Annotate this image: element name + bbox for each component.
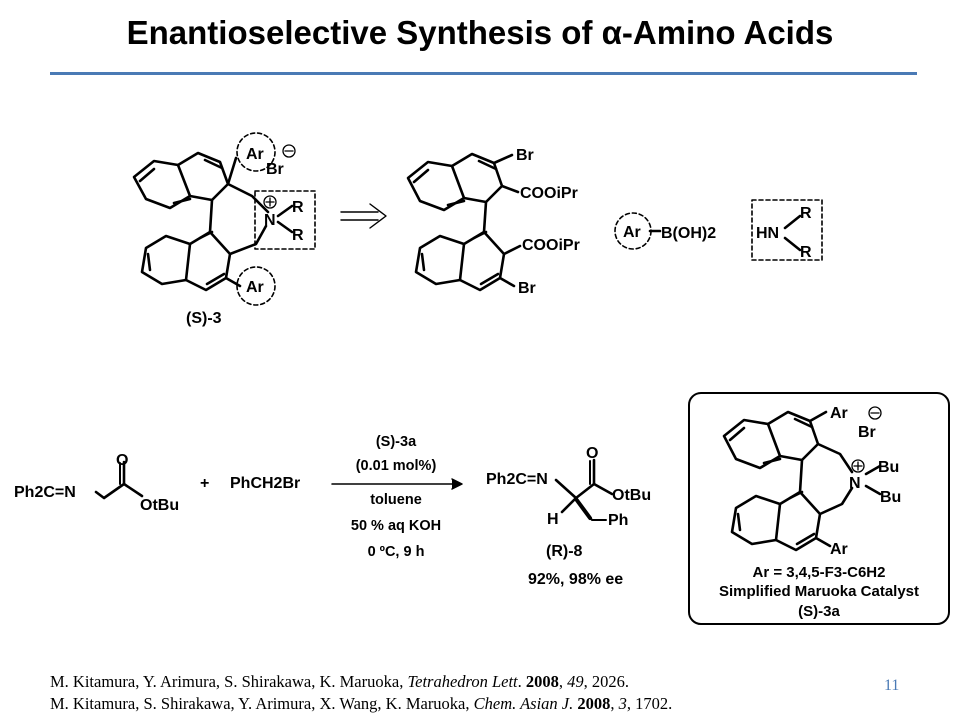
s3a-ar-bottom: Ar [830,541,848,558]
product-h-label: H [547,511,559,528]
condition-catalyst: (S)-3a [376,434,417,450]
catalyst-s3-label: (S)-3 [186,310,222,327]
cat-ar-top-label: Ar [246,146,264,163]
benzyl-bromide-label: PhCH2Br [230,475,300,492]
cat-n-label: N [264,212,276,229]
diester-ester-top: COOiPr [520,185,578,202]
glycine-imine-structure [94,460,144,500]
s3a-minus-charge-icon [868,406,882,420]
plus-charge-icon [263,195,277,209]
amine-box-reagent [751,199,823,261]
product-o-label: O [586,445,598,462]
substrate-o-label: O [116,452,128,469]
ar-circle-bottom [236,266,276,306]
amine-r1-label: R [800,205,812,222]
s3a-br: Br [858,424,876,441]
s3a-ar-top: Ar [830,405,848,422]
reference-2: M. Kitamura, S. Shirakawa, Y. Arimura, X… [50,694,673,713]
product-otbu-label: OtBu [612,487,651,504]
title-underline [50,72,917,75]
catalyst-s3a-label: (S)-3a [798,603,840,620]
minus-charge-icon [282,144,296,158]
catalyst-s3a-structure [722,410,882,552]
condition-temperature-time: 0 ºC, 9 h [368,544,425,560]
catalyst-caption: Simplified Maruoka Catalyst [719,583,919,600]
boronic-ar-label: Ar [623,224,641,241]
dibromo-diester-structure [406,152,522,292]
product-structure [554,458,614,521]
substrate-imine-label: Ph2C=N [14,484,76,501]
boronic-acid-label: B(OH)2 [661,225,716,242]
product-yield-ee: 92%, 98% ee [528,571,623,588]
product-ph-label: Ph [608,512,628,529]
s3a-plus-charge-icon [851,459,865,473]
substrate-otbu-label: OtBu [140,497,179,514]
cat-br-label: Br [266,161,284,178]
catalyst-s3-structure [132,151,270,292]
condition-loading: (0.01 mol%) [356,458,437,474]
diester-br-bottom: Br [518,280,536,297]
reaction-arrow [331,478,463,490]
ar-circle-top [236,132,276,172]
cat-ar-bottom-label: Ar [246,279,264,296]
s3a-bu2: Bu [880,489,901,506]
condition-base: 50 % aq KOH [351,518,441,534]
ar-definition: Ar = 3,4,5-F3-C6H2 [753,564,886,581]
product-imine-label: Ph2C=N [486,471,548,488]
plus-sign: + [200,475,209,492]
retrosynthetic-arrow [340,203,387,229]
cat-r2-label: R [292,227,304,244]
cat-r1-label: R [292,199,304,216]
diester-ester-bottom: COOiPr [522,237,580,254]
s3a-bu1: Bu [878,459,899,476]
reference-1: M. Kitamura, Y. Arimura, S. Shirakawa, K… [50,672,629,691]
references: M. Kitamura, Y. Arimura, S. Shirakawa, K… [50,671,890,715]
product-label: (R)-8 [546,543,583,560]
page-number: 11 [884,677,900,694]
amine-box-catalyst [254,190,316,250]
amine-r2-label: R [800,244,812,261]
diester-br-top: Br [516,147,534,164]
catalyst-box [688,392,950,625]
s3a-n: N [849,475,861,492]
slide-title: Enantioselective Synthesis of α-Amino Ac… [126,14,834,51]
amine-hn-label: HN [756,225,779,242]
condition-solvent: toluene [370,492,422,508]
reaction-scheme: Ar Br N R R Ar (S)-3 Br COOiPr COOiPr Br… [14,132,950,625]
